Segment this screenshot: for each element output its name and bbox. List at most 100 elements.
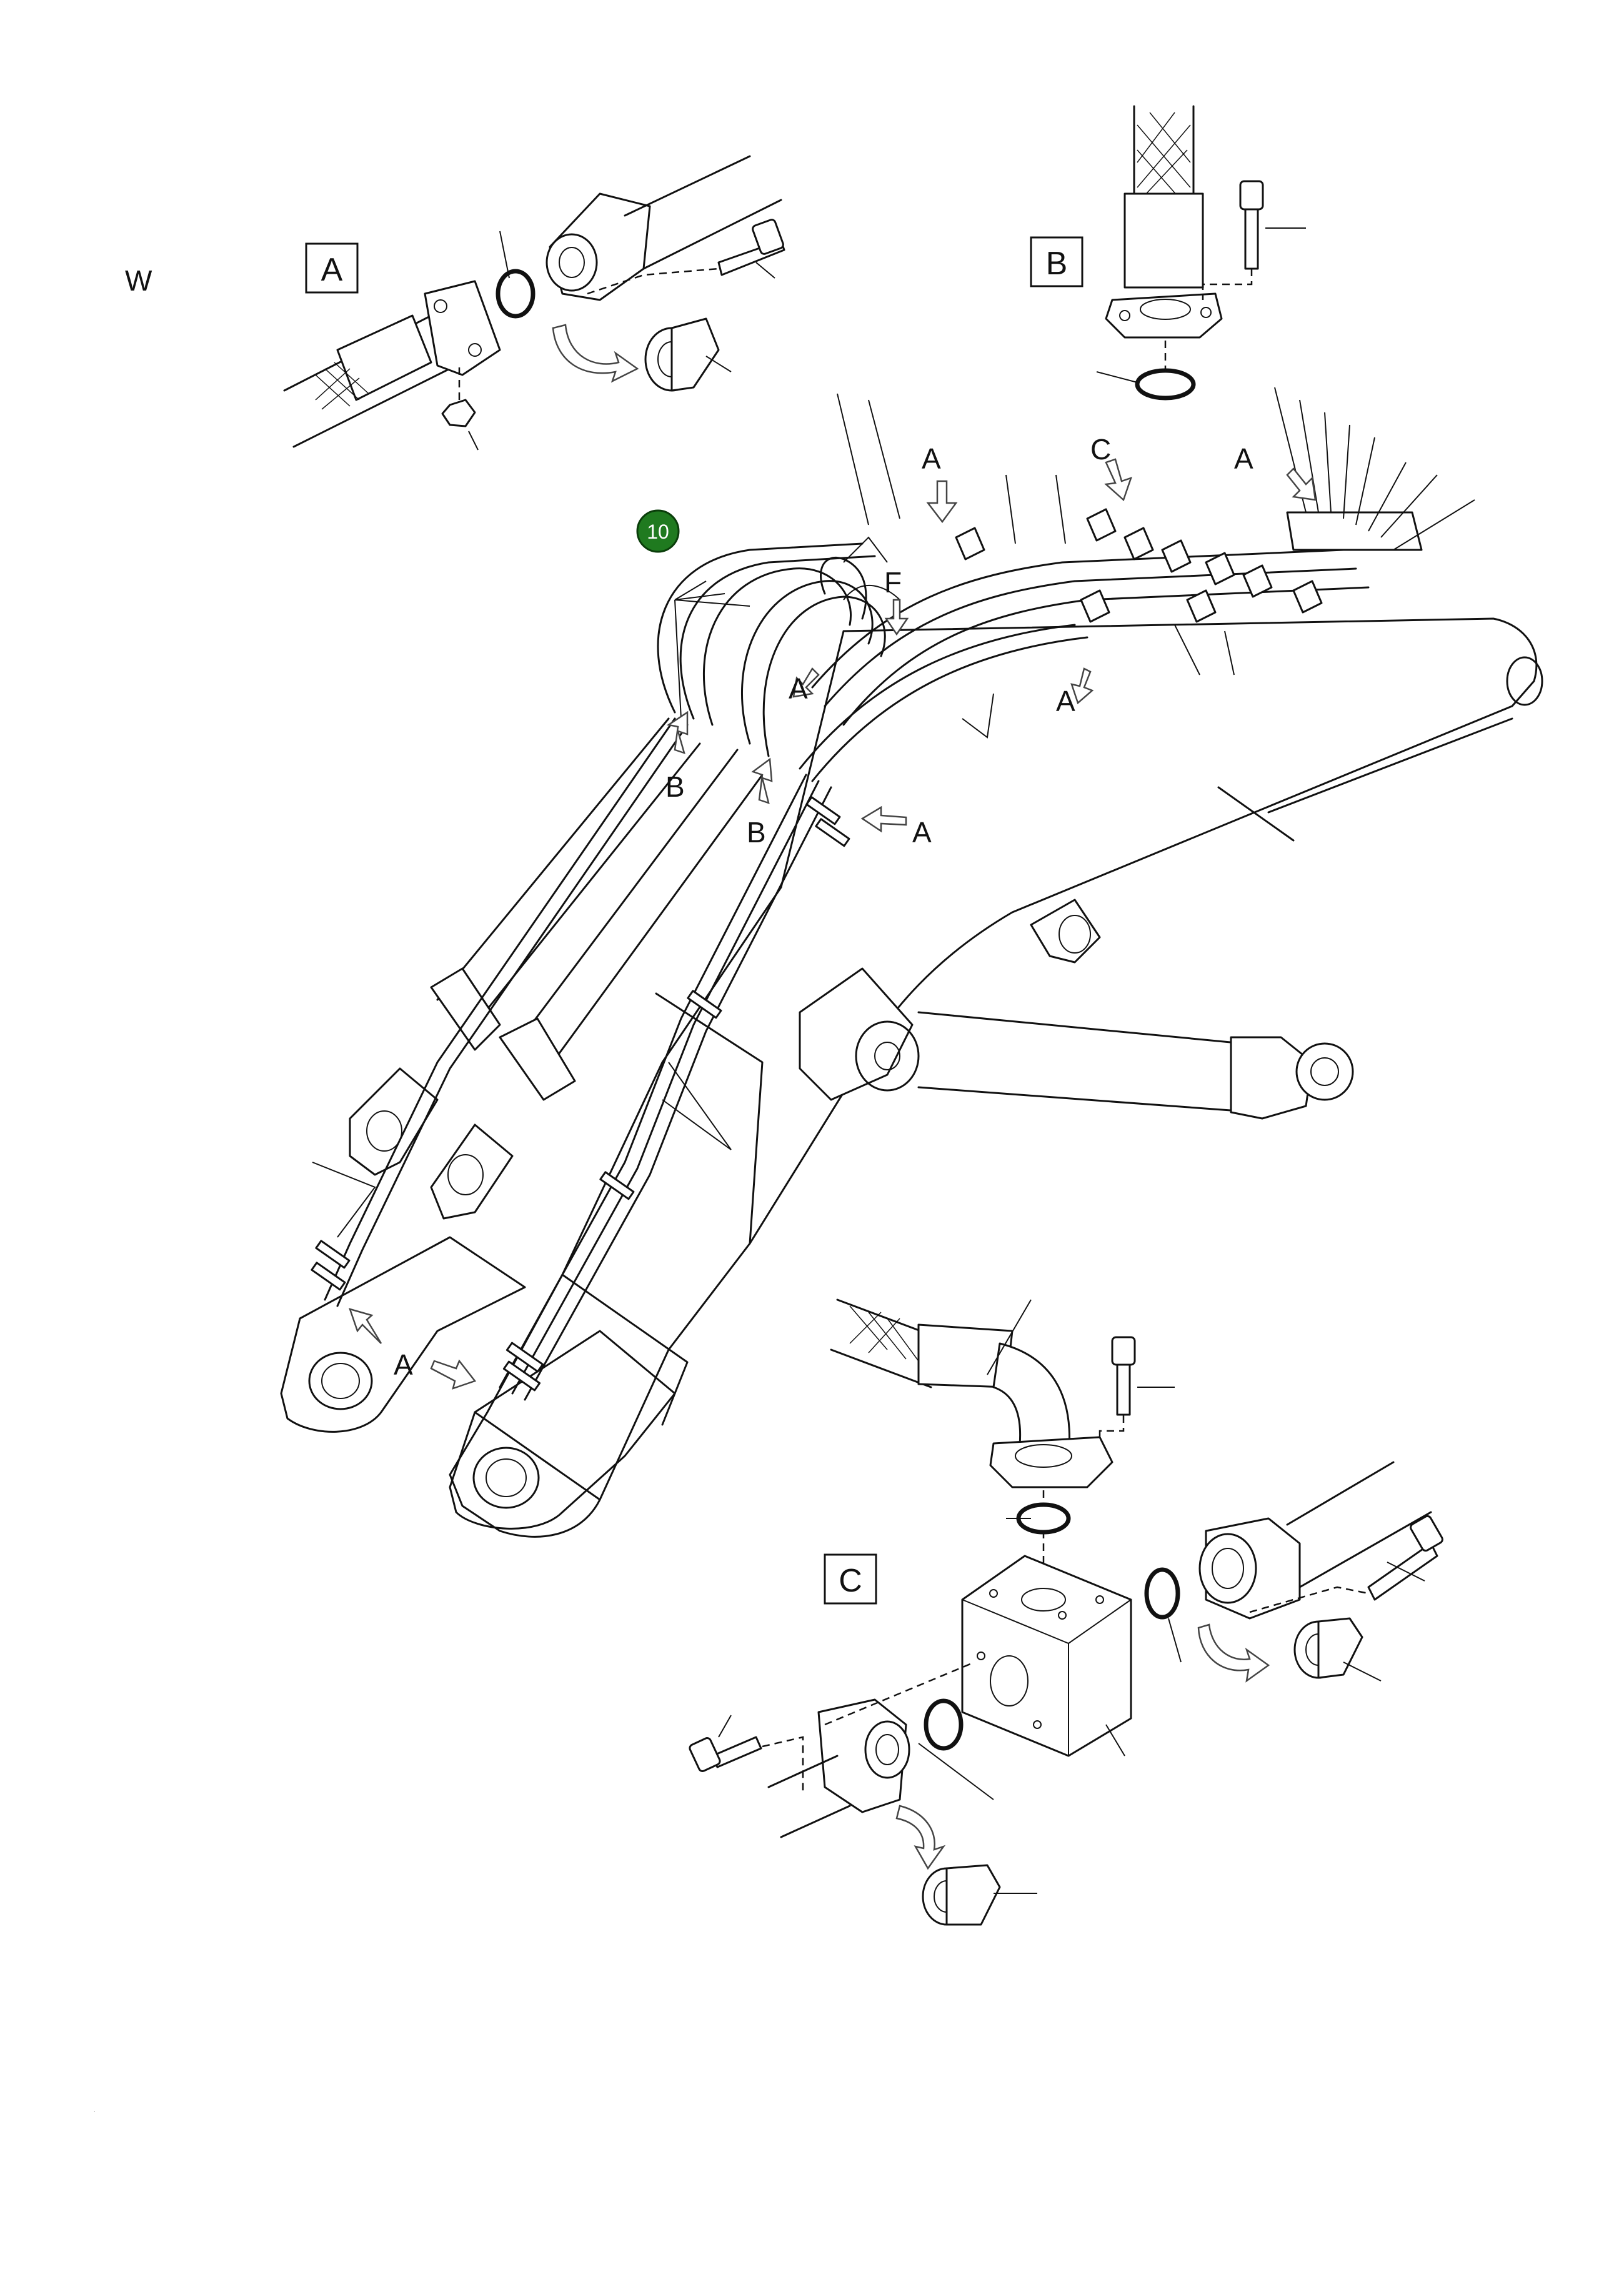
detail-c-left-plug-body bbox=[945, 1864, 1001, 1926]
detail-c-left-port bbox=[864, 1720, 910, 1779]
hose-loop-2 bbox=[703, 567, 852, 726]
detail-a-label: A bbox=[321, 252, 343, 288]
pointer-arrow bbox=[751, 757, 773, 804]
detail-a-plug-body bbox=[670, 317, 720, 392]
detail-c-right-bolt-shank bbox=[1367, 1542, 1438, 1601]
detail-b-hose bbox=[1133, 105, 1195, 201]
boom-lower-edges bbox=[474, 992, 764, 1501]
detail-c-block-hole bbox=[977, 1652, 985, 1660]
cross-cylinder-eye-bore bbox=[1310, 1057, 1339, 1086]
pointer-arrow bbox=[884, 599, 909, 636]
pointer-label-b: B bbox=[665, 770, 685, 803]
callout-10: 10 bbox=[636, 509, 680, 553]
cross-cylinder-bore bbox=[874, 1042, 900, 1070]
hose-bundle-left-2 bbox=[336, 724, 689, 1307]
leaders bbox=[843, 536, 888, 563]
hose-bundle-left-1 bbox=[324, 717, 676, 1301]
hose-loop-small bbox=[820, 556, 867, 620]
detail-c-right-bolt-head bbox=[1410, 1515, 1443, 1552]
boom-assembly bbox=[280, 387, 1543, 1538]
detail-c-box bbox=[824, 1553, 877, 1605]
leader bbox=[843, 584, 900, 600]
clamp bbox=[502, 1360, 541, 1392]
detail-c-right-bore bbox=[1212, 1548, 1244, 1589]
hose-clamps bbox=[311, 796, 850, 1392]
detail-a-hose-mesh bbox=[315, 362, 369, 410]
detail-c-block-hole bbox=[1095, 1595, 1104, 1604]
boom-foot-right-pin bbox=[472, 1447, 540, 1509]
detail-b-label: B bbox=[1046, 246, 1068, 282]
detail-c-block-hole bbox=[1033, 1720, 1042, 1729]
hose-loops bbox=[657, 542, 1370, 782]
detail-c-bolt-head bbox=[1111, 1336, 1136, 1366]
upper-pivot bbox=[1030, 899, 1101, 964]
hose-run-mid-2 bbox=[811, 636, 1088, 782]
hose-loop-3 bbox=[741, 580, 874, 745]
detail-c-flange-bore bbox=[1015, 1444, 1072, 1468]
detail-c-left-bolt-head bbox=[689, 1737, 721, 1772]
pointer-label-a: A bbox=[922, 442, 941, 475]
detail-c-right-plug-body bbox=[1317, 1617, 1363, 1679]
callout-leaders bbox=[674, 580, 750, 719]
detail-b-flange bbox=[1105, 292, 1223, 339]
pointer-arrows bbox=[349, 458, 1317, 1390]
detail-a-fitting-port bbox=[545, 233, 598, 292]
detail-a-nut bbox=[441, 399, 476, 427]
corner-mark: . bbox=[94, 2107, 96, 2114]
boom-foot-right-bore bbox=[486, 1458, 527, 1497]
clamp bbox=[805, 796, 841, 825]
pointer-arrow bbox=[926, 480, 958, 524]
cylinder-eye-left-2-bore bbox=[447, 1154, 484, 1195]
detail-b-hose-mesh bbox=[1137, 112, 1191, 201]
boom-outline bbox=[449, 617, 1538, 1538]
boom-pivot-right bbox=[1506, 656, 1543, 706]
fitting bbox=[1292, 580, 1323, 614]
detail-b-flange-hole-2 bbox=[1200, 307, 1212, 318]
detail-c-leaders bbox=[718, 1299, 1425, 1894]
detail-b-leaders bbox=[1096, 227, 1306, 383]
detail-c-left-rotate-arrow bbox=[895, 1805, 946, 1870]
detail-a-fitting-bore bbox=[559, 247, 585, 278]
clamp bbox=[687, 990, 722, 1019]
pointer-label-a: A bbox=[912, 816, 932, 849]
leaders bbox=[962, 693, 994, 739]
boom-foot-left-pin bbox=[308, 1352, 373, 1410]
detail-b-bolt-shank bbox=[1244, 208, 1259, 270]
detail-a-bolt-head bbox=[752, 219, 784, 255]
leaders bbox=[1005, 474, 1066, 544]
pointer-arrow bbox=[792, 667, 820, 698]
detail-a-box bbox=[305, 242, 359, 294]
cylinder-collar-left-1 bbox=[430, 967, 501, 1051]
detail-c-label: C bbox=[839, 1563, 862, 1599]
hose-loop-4 bbox=[762, 595, 886, 757]
detail-c-right-tube bbox=[1286, 1461, 1432, 1588]
cylinder-eye-left-1-bore bbox=[366, 1110, 402, 1152]
detail-c-left-bore bbox=[875, 1734, 899, 1765]
cross-cylinder-barrel bbox=[917, 1011, 1257, 1114]
hose-loop-1b bbox=[679, 555, 876, 720]
detail-a: A bbox=[283, 155, 785, 451]
detail-b-ferrule bbox=[1123, 192, 1204, 289]
clamp bbox=[315, 1240, 351, 1269]
detail-c-bolt-shank bbox=[1116, 1363, 1131, 1416]
hose-run-top-3 bbox=[842, 586, 1370, 726]
upper-pivot-bore bbox=[1059, 915, 1091, 954]
detail-b-bolt-path bbox=[1202, 269, 1253, 300]
detail-c-block-hole bbox=[1058, 1611, 1067, 1620]
cylinder-eye-left-1 bbox=[349, 1067, 439, 1176]
cross-cylinder-mount bbox=[799, 967, 914, 1101]
fitting-block-top bbox=[1286, 511, 1423, 551]
pointer-label-b: B bbox=[747, 816, 766, 849]
detail-c-left-centerline bbox=[824, 1661, 975, 1726]
detail-b-flange-hole bbox=[1119, 310, 1130, 321]
fitting bbox=[1205, 552, 1235, 585]
detail-c-right-bolt-path bbox=[1249, 1586, 1369, 1613]
leaders bbox=[1174, 624, 1235, 675]
leaders bbox=[312, 1162, 376, 1238]
detail-c-right-rotate-arrow bbox=[1197, 1623, 1270, 1683]
detail-b-bolt-head bbox=[1239, 180, 1264, 211]
detail-c-block-edges bbox=[962, 1599, 1132, 1756]
hose-bundle-right-3 bbox=[524, 786, 832, 1401]
fitting bbox=[1186, 589, 1217, 623]
